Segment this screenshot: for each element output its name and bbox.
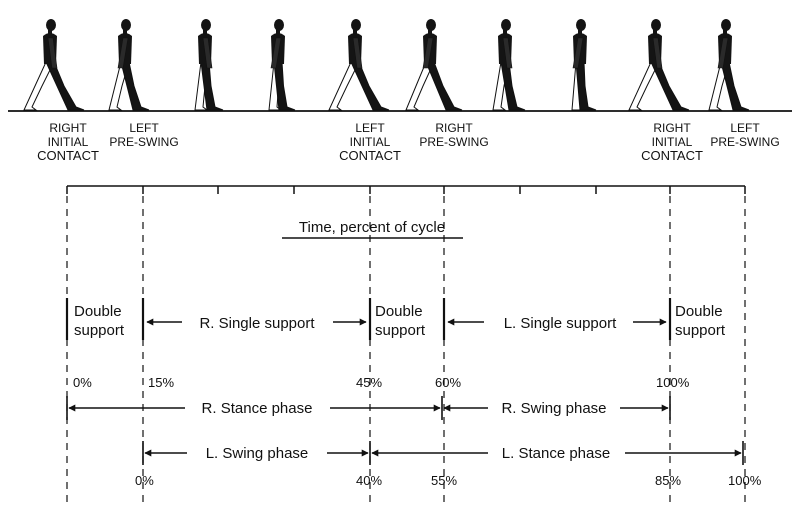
time-axis-title: Time, percent of cycle: [299, 219, 445, 236]
walking-figure: [268, 19, 296, 111]
l-single-support-label: L. Single support: [504, 315, 617, 332]
right-tick-100: 100%: [656, 375, 690, 390]
walking-figure: [571, 19, 597, 111]
walking-figure: [628, 19, 690, 111]
walking-figure: [23, 19, 85, 111]
walking-figure: [328, 19, 390, 111]
l-swing-phase-label: L. Swing phase: [206, 445, 309, 462]
walking-figure: [708, 19, 750, 111]
r-swing-phase-label: R. Swing phase: [501, 400, 606, 417]
r-stance-phase-label: R. Stance phase: [202, 400, 313, 417]
walking-figure: [194, 19, 224, 111]
right-tick-0: 0%: [73, 375, 92, 390]
left-tick-0: 0%: [135, 473, 154, 488]
walking-figure: [492, 19, 526, 111]
right-leg-phase-bar: R. Stance phase R. Swing phase: [66, 396, 671, 420]
right-leg-percent-labels: 0% 15% 45% 60% 100%: [73, 375, 690, 390]
timeline-axis: [66, 185, 746, 194]
right-tick-60: 60%: [435, 375, 461, 390]
walking-figure: [108, 19, 150, 111]
left-leg-percent-labels: 0% 40% 55% 85% 100%: [135, 473, 762, 488]
left-tick-100: 100%: [728, 473, 762, 488]
right-tick-45: 45%: [356, 375, 382, 390]
left-tick-40: 40%: [356, 473, 382, 488]
walking-figure: [405, 19, 463, 111]
left-tick-55: 55%: [431, 473, 457, 488]
left-tick-85: 85%: [655, 473, 681, 488]
l-stance-phase-label: L. Stance phase: [502, 445, 610, 462]
left-leg-phase-bar: L. Swing phase L. Stance phase: [142, 441, 744, 465]
r-single-support-label: R. Single support: [199, 315, 315, 332]
phase-guides: [66, 196, 746, 505]
right-tick-15: 15%: [148, 375, 174, 390]
